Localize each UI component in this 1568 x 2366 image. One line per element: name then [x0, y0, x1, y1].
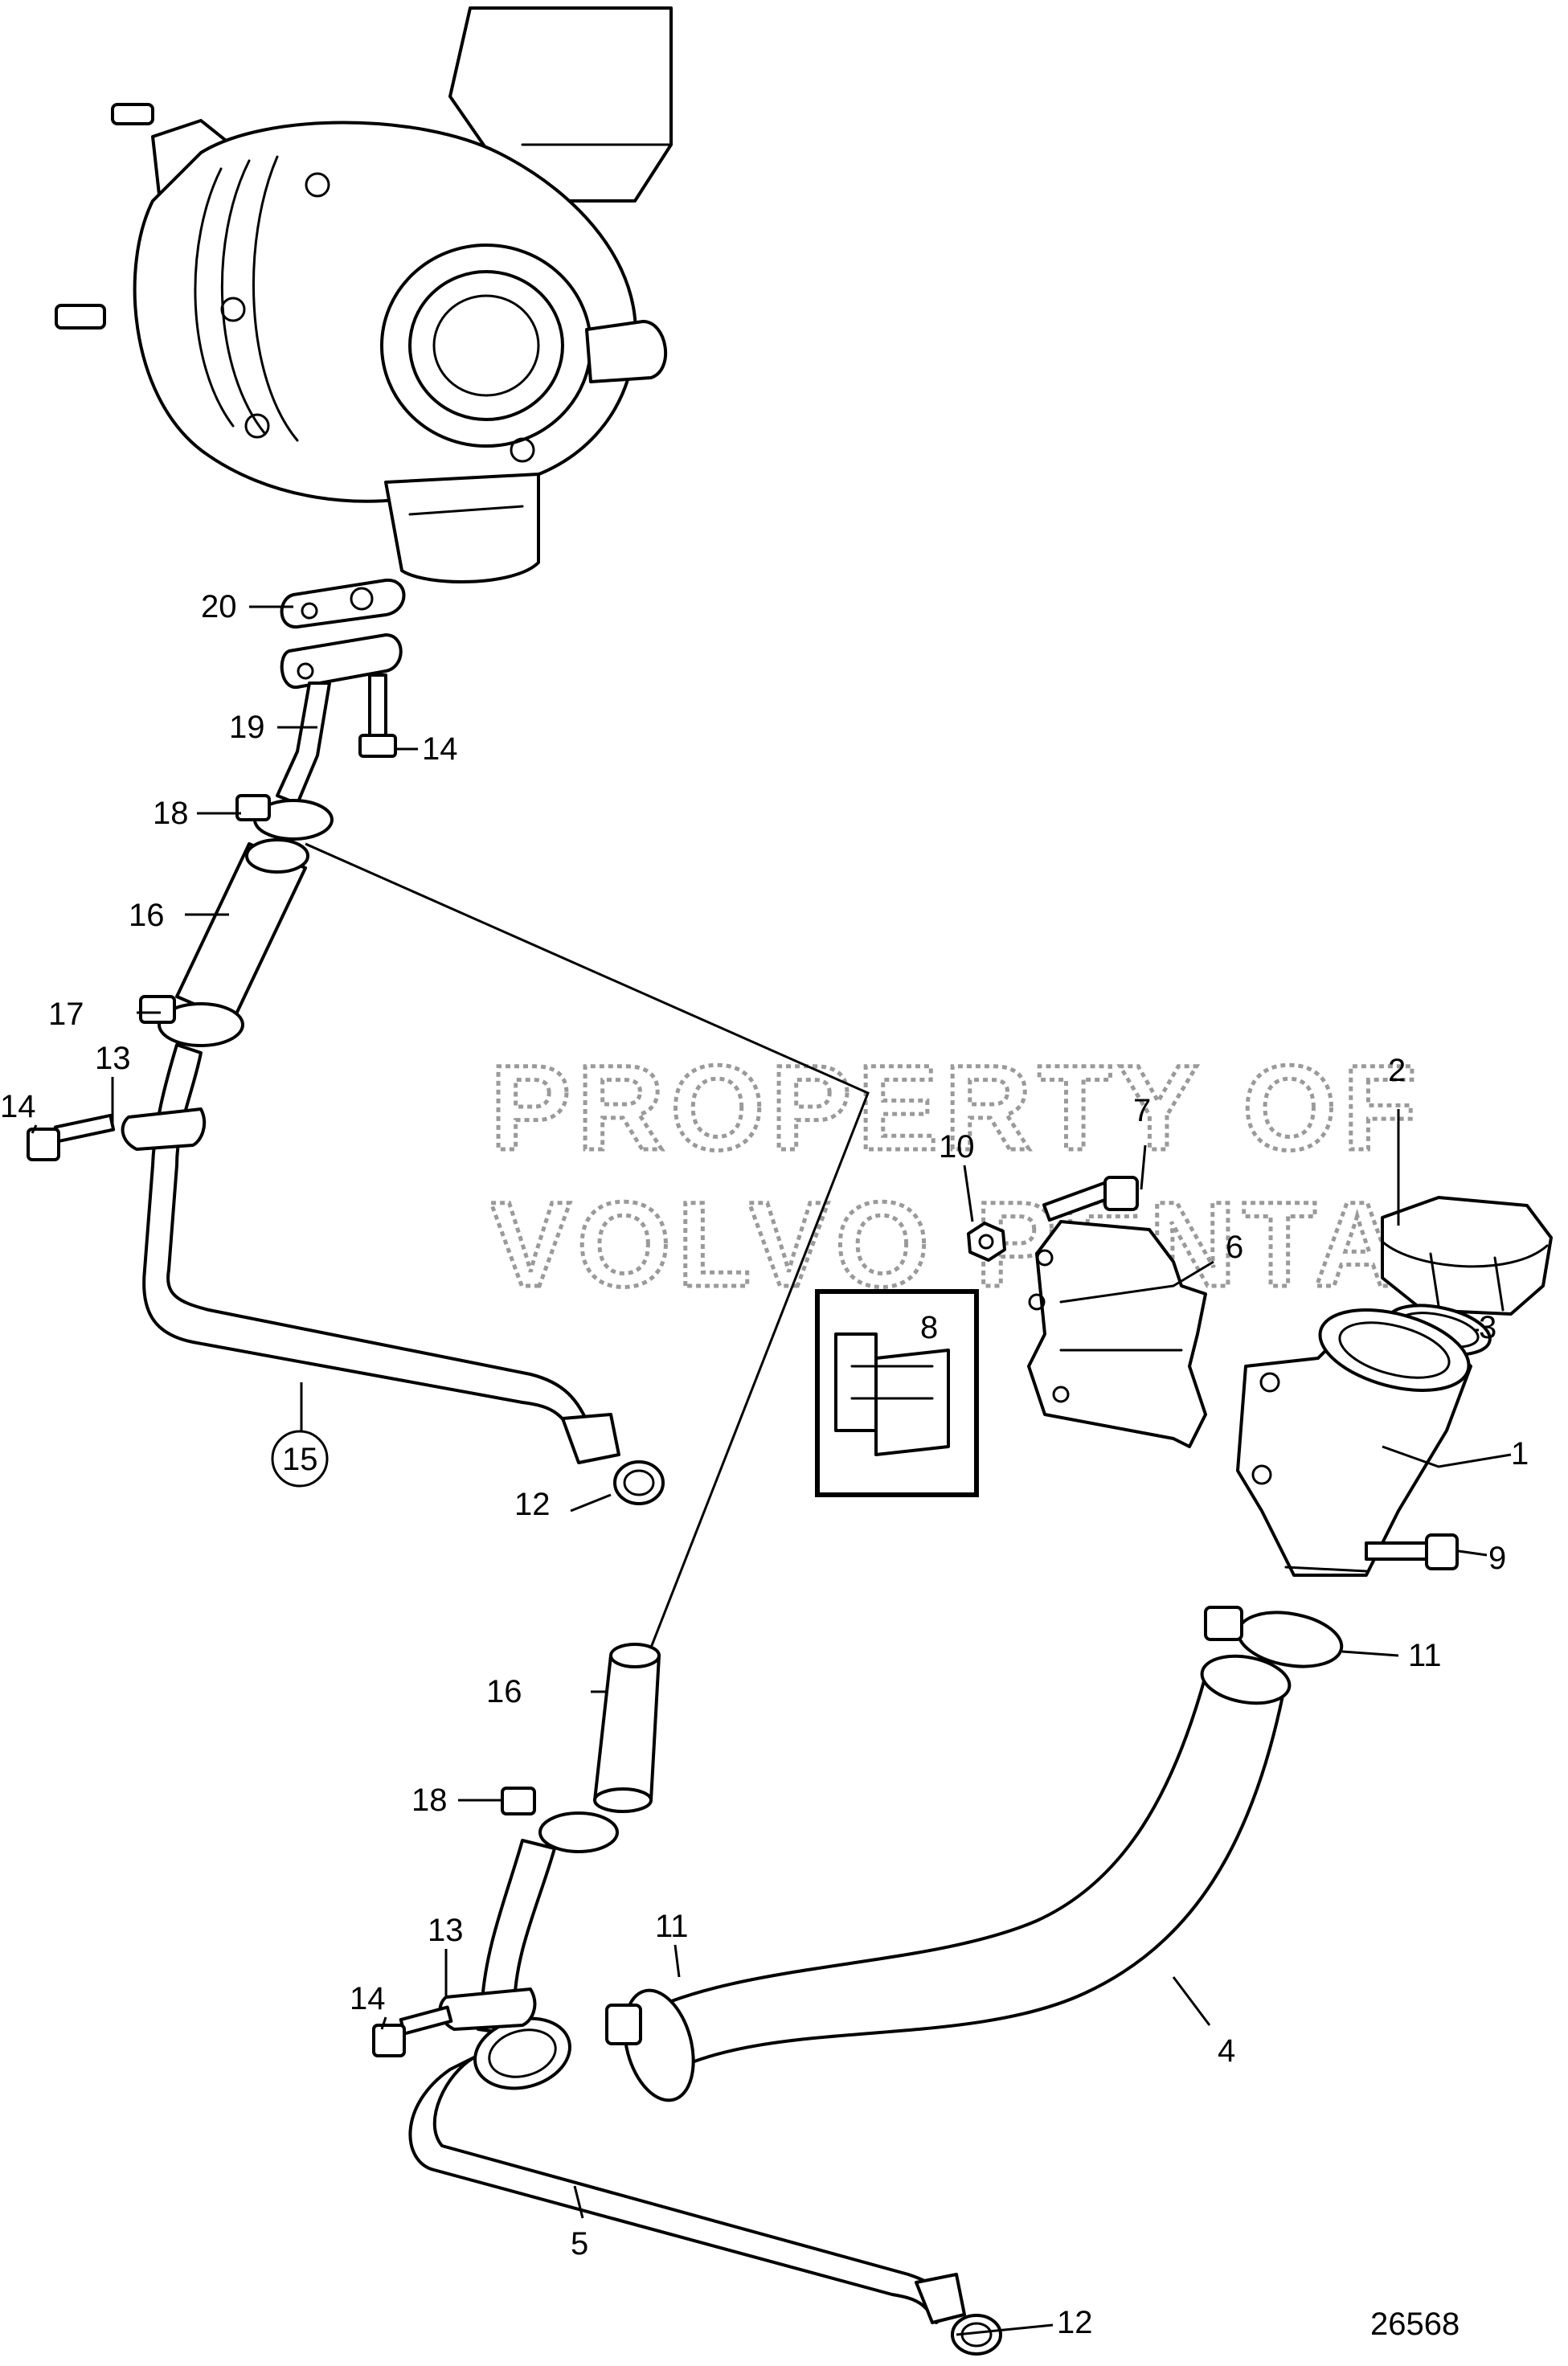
seal-ring-12-top: [613, 1460, 665, 1505]
turbocharger: [55, 6, 673, 583]
bolt-9: [1365, 1533, 1459, 1570]
callout-14-a: 14: [0, 1089, 36, 1124]
callout-14-b: 14: [422, 731, 458, 767]
callout-3: 3: [1479, 1310, 1496, 1345]
callout-16-a: 16: [129, 898, 165, 933]
bolt-14-top: [358, 673, 397, 758]
nut-10: [967, 1222, 1006, 1262]
callout-18-a: 18: [153, 796, 189, 831]
bracket-13-bottom: [438, 1987, 537, 2031]
filler-cap-2: [1381, 1196, 1553, 1316]
connection-line: [305, 842, 870, 1648]
coolant-hose-4: [633, 1654, 1292, 2075]
callout-11-b: 11: [655, 1909, 689, 1944]
callout-15: 15: [282, 1442, 318, 1477]
drawing-reference-number: 26568: [1370, 2307, 1460, 2342]
oil-return-pipe-15: [142, 1043, 620, 1464]
callout-13-b: 13: [428, 1913, 464, 1948]
mounting-bracket-6: [1027, 1220, 1207, 1448]
callout-18-b: 18: [411, 1783, 448, 1818]
callout-4: 4: [1218, 2033, 1235, 2069]
callout-19: 19: [229, 710, 265, 745]
hose-clamp-18-top: [235, 794, 334, 841]
callout-5: 5: [571, 2226, 588, 2262]
callout-16-b: 16: [486, 1674, 522, 1709]
callout-1: 1: [1511, 1436, 1529, 1472]
watermark-line-1: PROPERTY OF: [490, 1040, 1423, 1175]
callout-2: 2: [1388, 1053, 1406, 1088]
callout-14-c: 14: [350, 1981, 386, 2016]
inset-clip-8: [815, 1289, 979, 1497]
hose-clamp-17: [139, 995, 244, 1047]
callout-11-a: 11: [1408, 1638, 1442, 1673]
callout-12-b: 12: [1057, 2305, 1093, 2340]
bolt-14-left: [27, 1113, 116, 1161]
watermark: PROPERTY OF VOLVO PENTA: [489, 1038, 1423, 1314]
callout-13-a: 13: [95, 1041, 131, 1076]
hose-16-bottom: [593, 1643, 661, 1813]
hose-clamp-11-bottom: [605, 1988, 695, 2102]
callout-10: 10: [939, 1129, 975, 1165]
leader-lines: [31, 605, 1512, 2336]
callout-15-circle: [271, 1430, 329, 1488]
callout-8: 8: [920, 1310, 938, 1345]
callout-9: 9: [1488, 1541, 1506, 1576]
coolant-pipe-5: [408, 1839, 966, 2324]
callout-17: 17: [48, 997, 84, 1032]
bolt-7: [1042, 1176, 1139, 1222]
hose-clamp-11-top: [1204, 1606, 1344, 1668]
callout-12-a: 12: [514, 1487, 551, 1522]
hose-clamp-18-bottom: [501, 1787, 619, 1853]
callout-6: 6: [1226, 1230, 1243, 1265]
callouts: 1 2 3 4 5 6 7 8 9 10 11 11 12 12 13 13 1…: [0, 589, 1529, 2340]
hose-16-top: [175, 838, 309, 1022]
bracket-13-top: [121, 1107, 207, 1151]
callout-20: 20: [201, 589, 237, 624]
filler-neck-1: [1236, 1308, 1472, 1577]
gasket-20: [280, 578, 406, 629]
bolt-14-bottom: [372, 2005, 453, 2057]
callout-7: 7: [1133, 1093, 1151, 1128]
